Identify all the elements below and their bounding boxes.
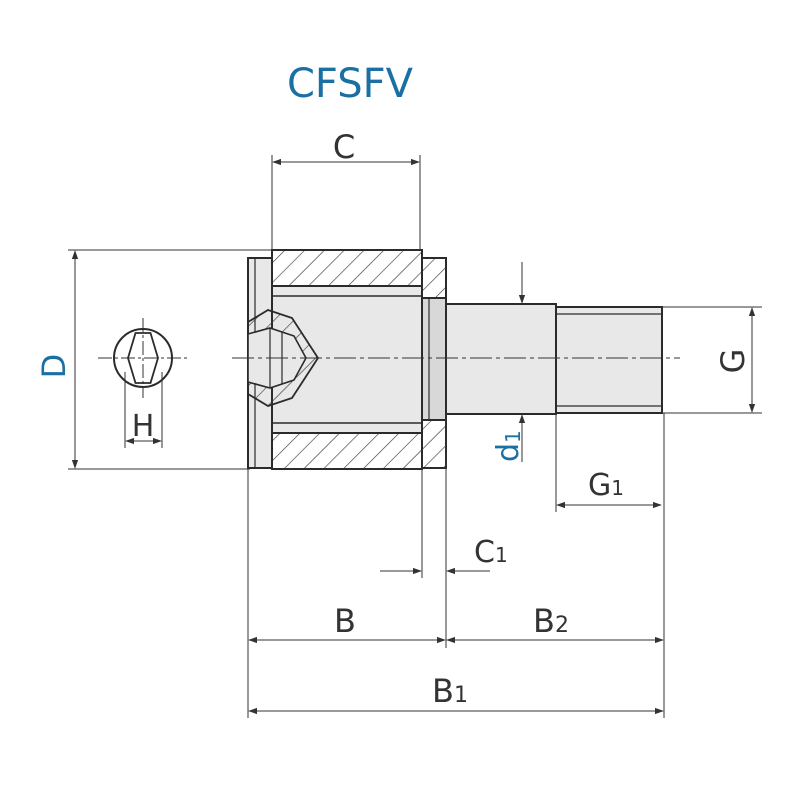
cam-follower-body <box>247 249 663 470</box>
end-view-outer-circle <box>113 328 173 388</box>
g1-label-main: G <box>588 468 611 503</box>
g-label: G <box>714 349 752 374</box>
threaded-portion <box>555 306 663 414</box>
side-washer-top <box>421 257 447 299</box>
b2-label-main: B <box>533 602 555 640</box>
outer-ring-bottom-section <box>271 432 423 470</box>
washer-core <box>421 297 447 421</box>
b-label: B <box>334 602 356 640</box>
hex-socket-outline <box>127 332 159 384</box>
c1-label-sub: 1 <box>495 543 508 567</box>
d-label: D <box>35 354 73 379</box>
c1-label: C1 <box>474 535 508 570</box>
b1-label: B1 <box>432 672 468 710</box>
stud-shank <box>445 303 557 415</box>
h-label: H <box>132 409 155 444</box>
hex-socket-end-view: H <box>98 318 188 448</box>
svg-text:d1: d1 <box>491 430 526 462</box>
b1-label-sub: 1 <box>454 683 468 708</box>
b2-label-sub: 2 <box>555 613 569 638</box>
outer-ring-top-section <box>271 249 423 287</box>
side-washer-bottom <box>421 419 447 469</box>
d1-label: d1 <box>491 430 526 462</box>
b2-label: B2 <box>533 602 569 640</box>
drawing-title: CFSFV <box>287 61 414 107</box>
g1-label-sub: 1 <box>611 476 624 500</box>
b1-label-main: B <box>432 672 454 710</box>
d1-label-main: d <box>491 443 526 462</box>
d1-label-sub: 1 <box>501 430 525 443</box>
c1-label-main: C <box>474 535 495 570</box>
g1-label: G1 <box>588 468 624 503</box>
dimensions <box>68 155 762 718</box>
c-label: C <box>333 128 355 166</box>
